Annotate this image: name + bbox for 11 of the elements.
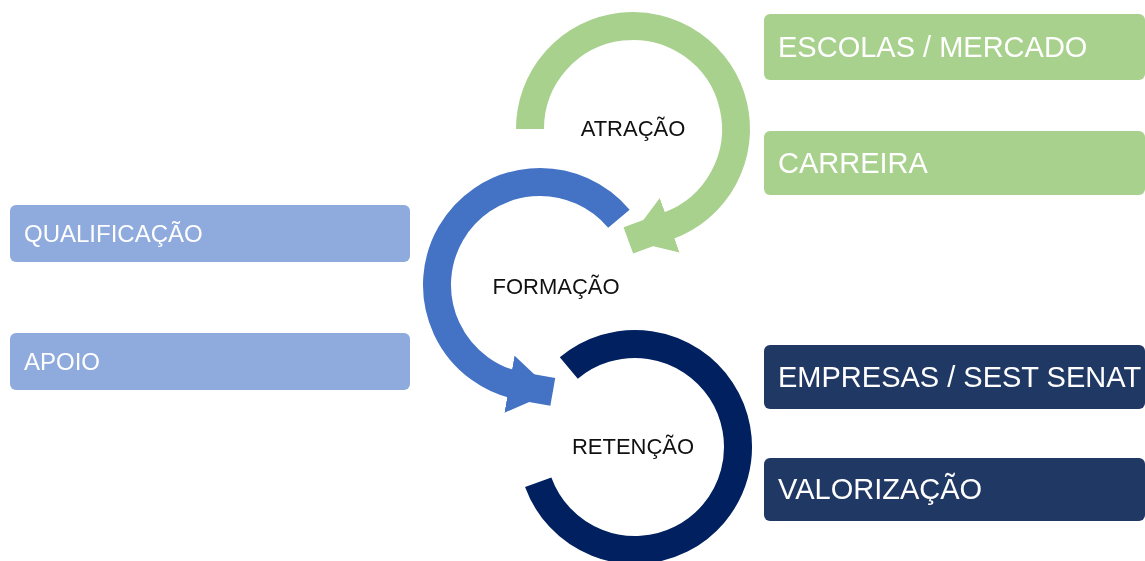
arrow (623, 198, 680, 254)
topic-box: CARREIRA (764, 131, 1145, 195)
topic-box: VALORIZAÇÃO (764, 458, 1145, 521)
stage-label: FORMAÇÃO (492, 274, 620, 300)
stage-label: ATRAÇÃO (580, 116, 686, 142)
topic-box: ESCOLAS / MERCADO (764, 14, 1145, 80)
topic-box: EMPRESAS / SEST SENAT (764, 345, 1145, 409)
topic-box: QUALIFICAÇÃO (10, 205, 410, 262)
topic-box: APOIO (10, 333, 410, 390)
arrow (504, 355, 556, 413)
stage-label: RETENÇÃO (571, 434, 695, 460)
